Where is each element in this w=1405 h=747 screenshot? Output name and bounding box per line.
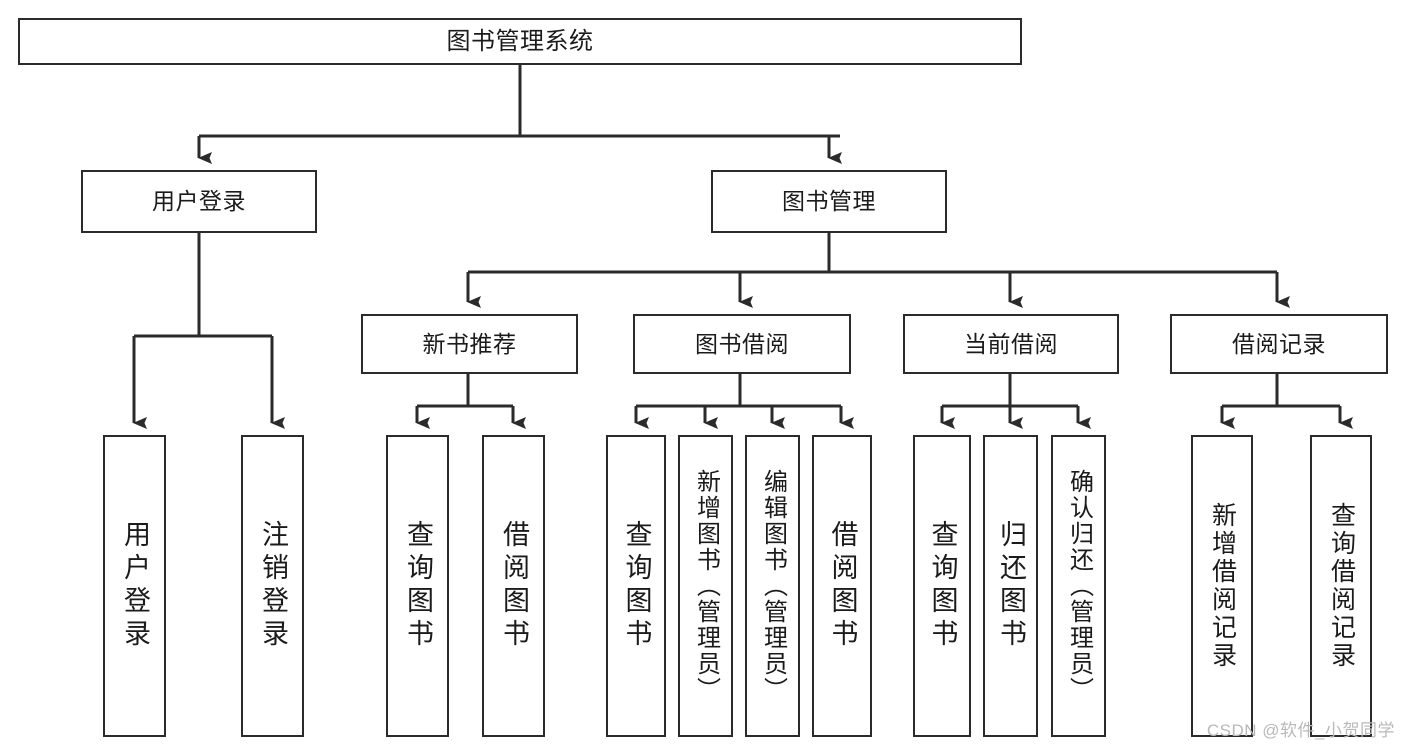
node-user-login[interactable]: 用户登录: [81, 170, 317, 233]
leaf-book-borrow-query[interactable]: 查询图书: [606, 435, 666, 737]
node-label: 新增图书（管理员）: [692, 469, 720, 703]
node-label: 图书管理系统: [446, 27, 594, 55]
node-label: 用户登录: [152, 188, 246, 215]
node-label: 编辑图书（管理员）: [759, 469, 787, 703]
node-label: 查询图书: [403, 520, 433, 652]
leaf-user-login-signin[interactable]: 用户登录: [103, 435, 166, 737]
node-borrow-record[interactable]: 借阅记录: [1170, 314, 1388, 374]
leaf-borrow-record-query[interactable]: 查询借阅记录: [1310, 435, 1372, 737]
leaf-borrow-record-add[interactable]: 新增借阅记录: [1191, 435, 1253, 737]
node-label: 图书管理: [782, 188, 876, 215]
node-root-system[interactable]: 图书管理系统: [18, 18, 1022, 65]
node-label: 借阅图书: [499, 520, 529, 652]
leaf-new-book-query[interactable]: 查询图书: [386, 435, 449, 737]
node-label: 查询图书: [927, 520, 958, 652]
node-book-management[interactable]: 图书管理: [711, 170, 947, 233]
node-label: 图书借阅: [695, 330, 789, 357]
node-new-book-recommend[interactable]: 新书推荐: [361, 314, 578, 374]
node-label: 查询图书: [621, 520, 652, 652]
leaf-current-borrow-return[interactable]: 归还图书: [983, 435, 1038, 737]
node-current-borrow[interactable]: 当前借阅: [903, 314, 1119, 374]
leaf-book-borrow-edit[interactable]: 编辑图书（管理员）: [745, 435, 800, 737]
node-label: 查询借阅记录: [1327, 502, 1356, 670]
node-label: 新书推荐: [422, 330, 517, 357]
node-label: 归还图书: [996, 520, 1026, 652]
node-label: 注销登录: [258, 520, 288, 652]
node-label: 用户登录: [120, 520, 150, 652]
leaf-user-login-signout[interactable]: 注销登录: [241, 435, 304, 737]
node-label: 确认归还（管理员）: [1065, 469, 1093, 703]
node-label: 借阅图书: [827, 520, 858, 652]
leaf-current-borrow-confirm[interactable]: 确认归还（管理员）: [1051, 435, 1106, 737]
leaf-book-borrow-lend[interactable]: 借阅图书: [812, 435, 872, 737]
node-label: 当前借阅: [964, 330, 1058, 357]
leaf-new-book-borrow[interactable]: 借阅图书: [482, 435, 545, 737]
leaf-current-borrow-query[interactable]: 查询图书: [913, 435, 971, 737]
node-book-borrow[interactable]: 图书借阅: [633, 314, 851, 374]
leaf-book-borrow-add[interactable]: 新增图书（管理员）: [678, 435, 733, 737]
node-label: 借阅记录: [1232, 330, 1326, 357]
node-label: 新增借阅记录: [1208, 502, 1237, 670]
csdn-watermark: CSDN @软件_小贺同学: [1206, 721, 1395, 740]
